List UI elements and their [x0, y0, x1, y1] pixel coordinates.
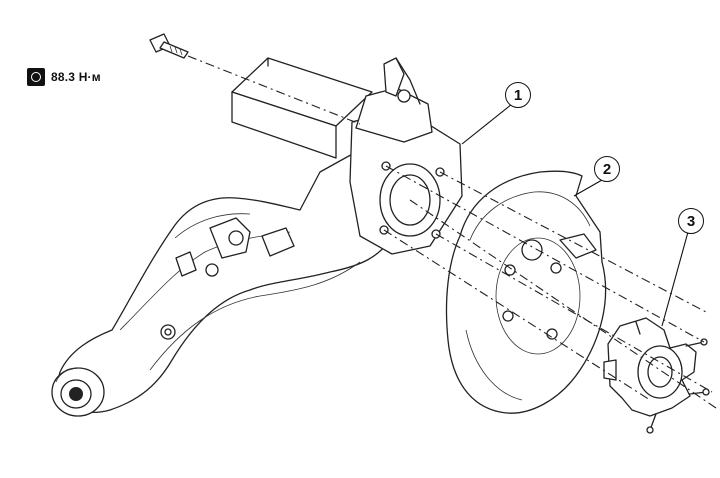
arm-brackets	[160, 217, 295, 340]
axle-mount-flange	[349, 109, 463, 255]
callout-number: 1	[513, 86, 523, 104]
trailing-arm	[53, 151, 399, 413]
callout-number: 2	[602, 160, 612, 178]
torque-wrench-icon	[27, 68, 45, 86]
alignment-lines	[383, 165, 717, 409]
mounting-bolt	[149, 33, 189, 59]
wheel-hub-bearing	[603, 317, 710, 434]
callout-number: 3	[686, 212, 696, 230]
axle-beam	[231, 57, 373, 159]
upper-bracket	[355, 57, 433, 143]
callout-2: 2	[594, 156, 620, 182]
callout-1: 1	[505, 82, 531, 108]
backing-plate	[445, 170, 607, 414]
trailing-arm-bushing	[51, 367, 105, 417]
torque-value: 88.3 Н·м	[51, 70, 101, 84]
callout-leaders	[461, 103, 689, 327]
torque-spec: 88.3 Н·м	[27, 68, 101, 86]
callout-3: 3	[678, 208, 704, 234]
